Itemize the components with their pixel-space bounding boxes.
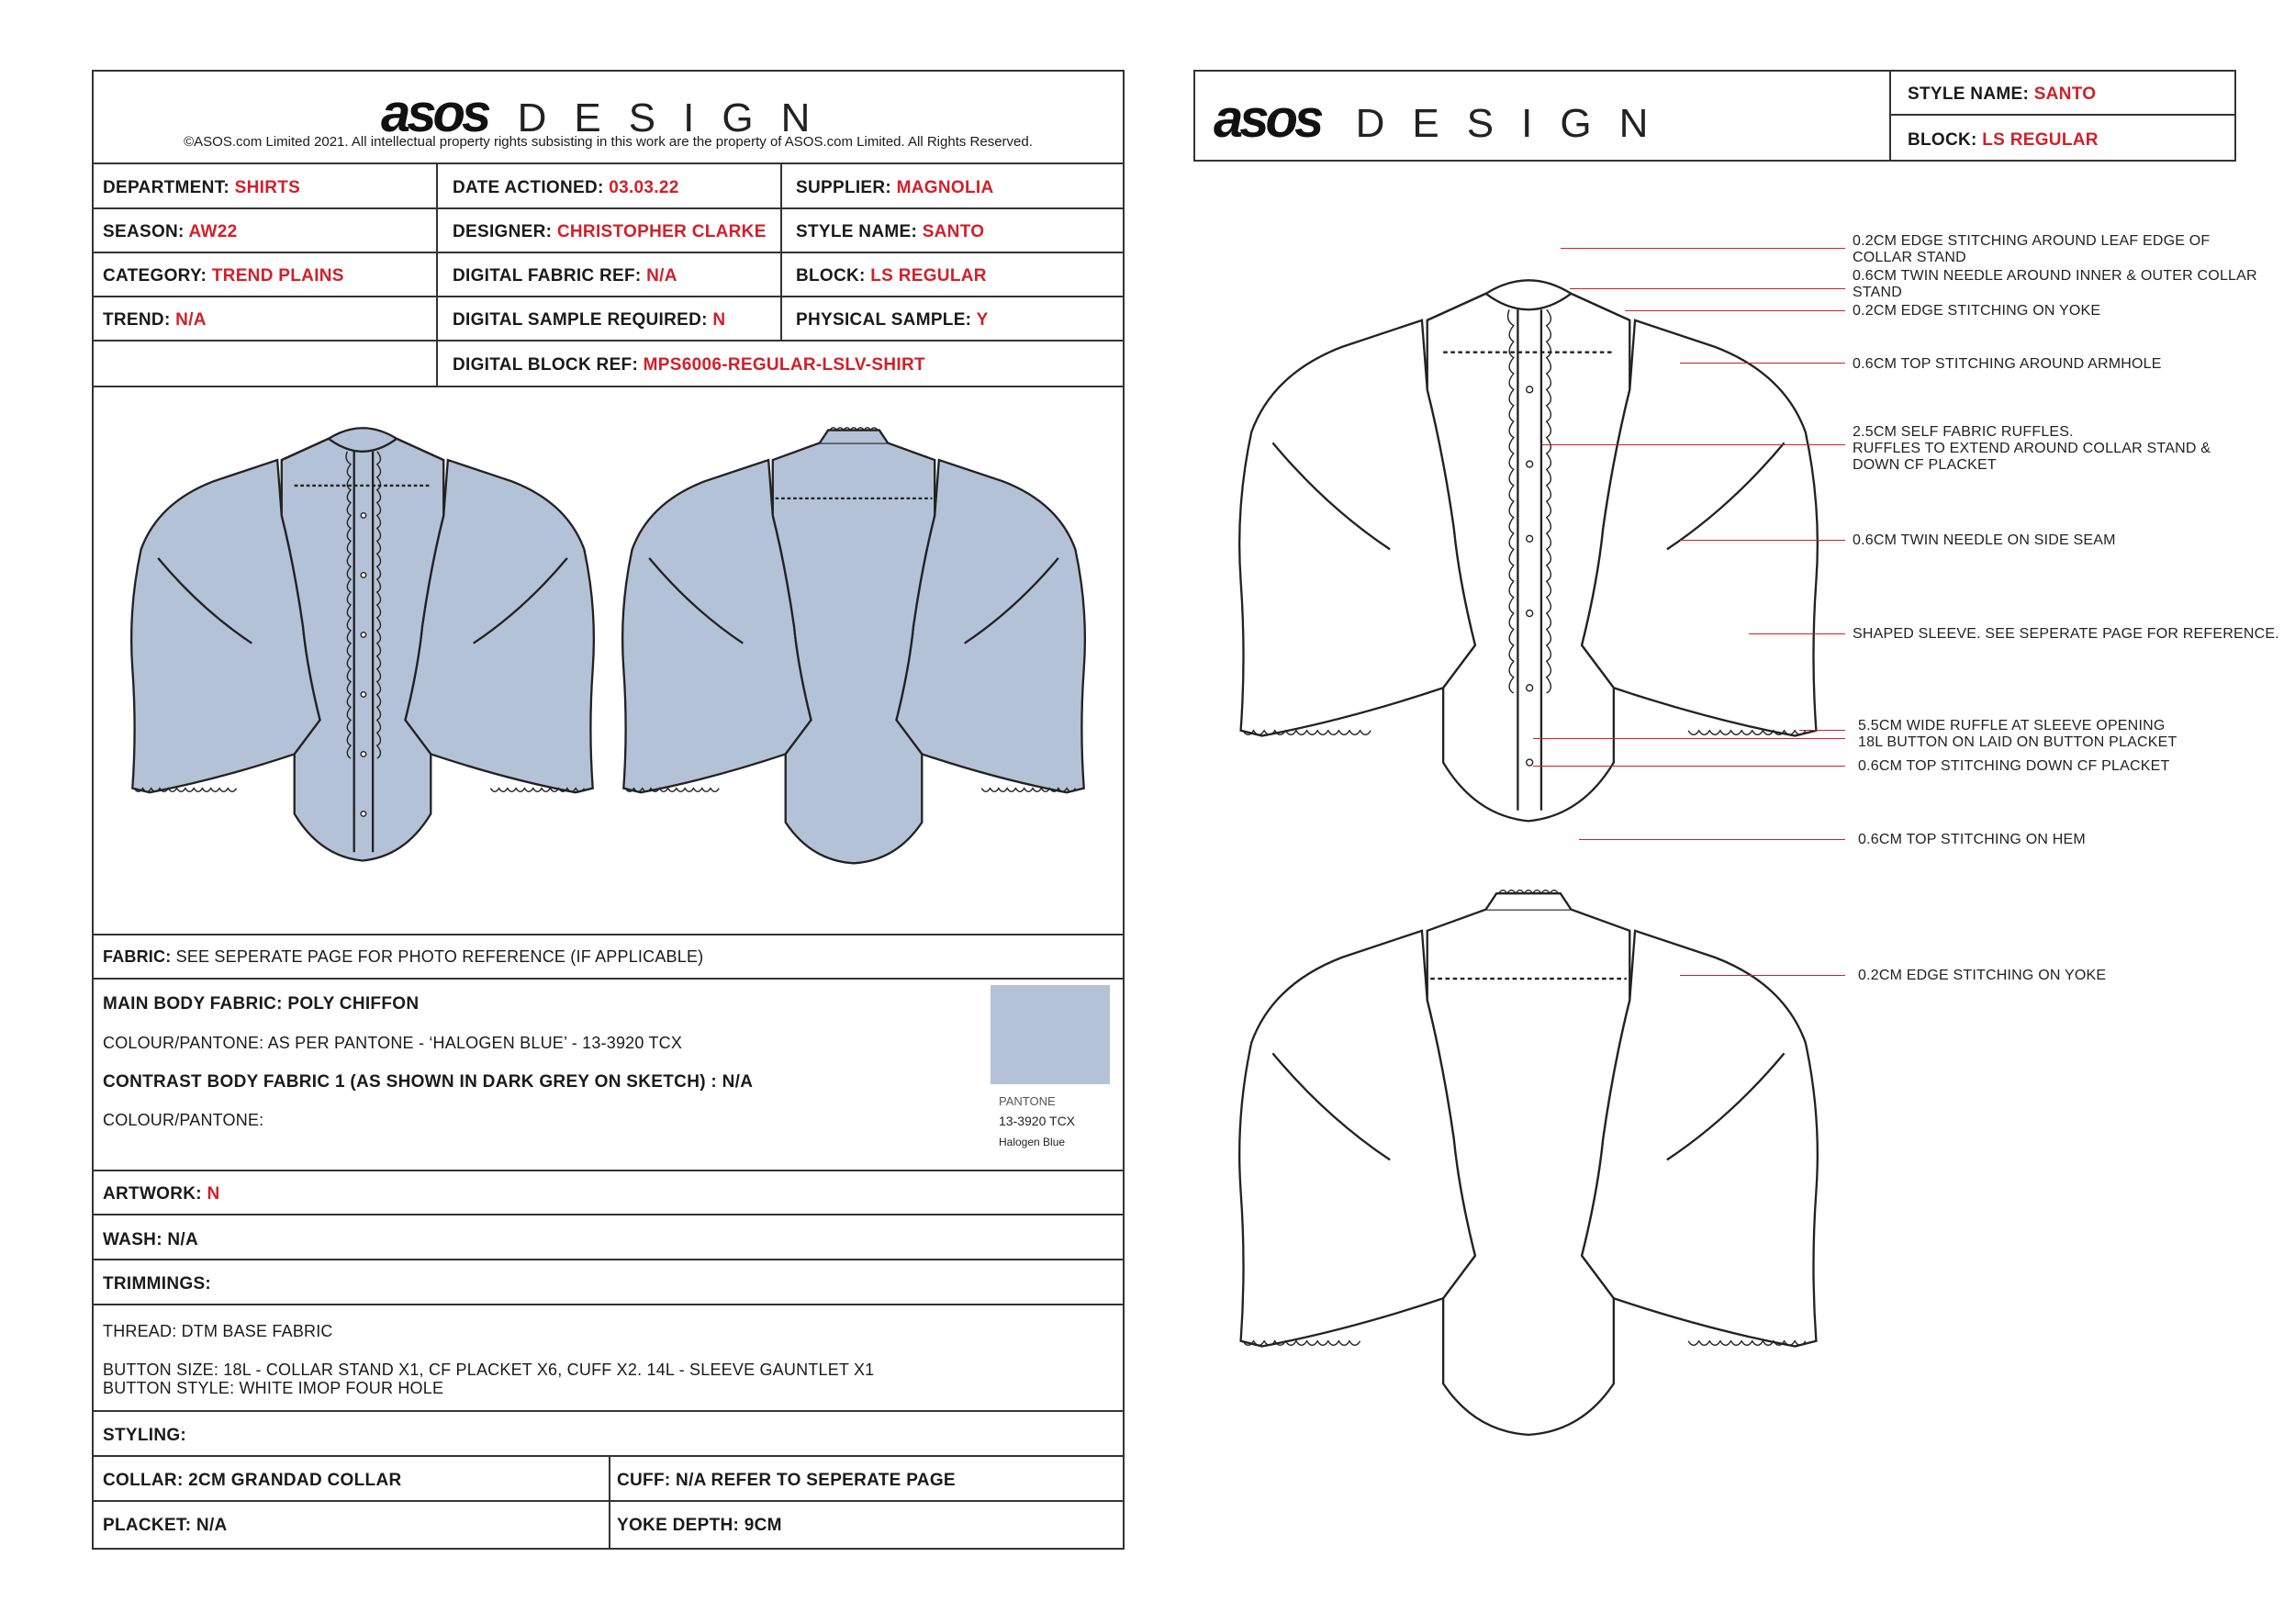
designer-field: DESIGNER: CHRISTOPHER CLARKE <box>453 222 767 241</box>
brand-design: DESIGN <box>517 95 838 140</box>
back-sketch-line <box>1237 890 1819 1437</box>
cuff-spec: CUFF: N/A REFER TO SEPERATE PAGE <box>617 1471 956 1490</box>
callout-yoke-front: 0.2CM EDGE STITCHING ON YOKE <box>1853 303 2101 319</box>
digital-block-ref-field: DIGITAL BLOCK REF: MPS6006-REGULAR-LSLV-… <box>453 355 925 375</box>
button-size-spec: BUTTON SIZE: 18L - COLLAR STAND X1, CF P… <box>103 1361 875 1379</box>
styling-label: STYLING: <box>103 1426 187 1445</box>
category-field: CATEGORY: TREND PLAINS <box>103 266 344 286</box>
block-field: BLOCK: LS REGULAR <box>796 266 987 286</box>
trend-field: TREND: N/A <box>103 310 207 330</box>
physical-sample-field: PHYSICAL SAMPLE: Y <box>796 310 989 330</box>
brand-asos: asos <box>381 84 491 143</box>
right-block-field: BLOCK: LS REGULAR <box>1908 130 2099 150</box>
callout-side-seam: 0.6CM TWIN NEEDLE ON SIDE SEAM <box>1853 532 2116 548</box>
right-brand-design: DESIGN <box>1355 101 1676 146</box>
date-actioned-field: DATE ACTIONED: 03.03.22 <box>453 178 679 197</box>
supplier-field: SUPPLIER: MAGNOLIA <box>796 178 994 197</box>
pantone-code: 13-3920 TCX <box>999 1114 1076 1128</box>
wash-field: WASH: N/A <box>103 1230 199 1249</box>
placket-spec: PLACKET: N/A <box>103 1516 228 1535</box>
right-brand-logo: asos DESIGN <box>1214 88 1675 150</box>
callout-collar-leaf-edge: 0.2CM EDGE STITCHING AROUND LEAF EDGE OF… <box>1853 233 2211 265</box>
season-field: SEASON: AW22 <box>103 222 238 241</box>
callout-hem: 0.6CM TOP STITCHING ON HEM <box>1858 832 2086 847</box>
digital-fabric-ref-field: DIGITAL FABRIC REF: N/A <box>453 266 677 286</box>
back-sketch-colored <box>621 427 1087 865</box>
colour-pantone-2: COLOUR/PANTONE: <box>103 1111 264 1129</box>
colour-pantone: COLOUR/PANTONE: AS PER PANTONE - ‘HALOGE… <box>103 1034 683 1052</box>
right-style-name-field: STYLE NAME: SANTO <box>1908 84 2097 104</box>
callout-armhole: 0.6CM TOP STITCHING AROUND ARMHOLE <box>1853 356 2162 372</box>
digital-sample-required-field: DIGITAL SAMPLE REQUIRED: N <box>453 310 726 330</box>
collar-spec: COLLAR: 2CM GRANDAD COLLAR <box>103 1471 402 1490</box>
thread-spec: THREAD: DTM BASE FABRIC <box>103 1322 333 1340</box>
copyright: ©ASOS.com Limited 2021. All intellectual… <box>184 134 1033 150</box>
yoke-spec: YOKE DEPTH: 9CM <box>617 1516 782 1535</box>
front-sketch-colored <box>129 427 596 862</box>
pantone-name: Halogen Blue <box>999 1136 1066 1148</box>
callout-collar-twin-needle: 0.6CM TWIN NEEDLE AROUND INNER & OUTER C… <box>1853 268 2257 300</box>
style-name-field: STYLE NAME: SANTO <box>796 222 985 241</box>
brand-logo: asos DESIGN <box>381 83 838 143</box>
artwork-field: ARTWORK: N <box>103 1184 220 1204</box>
right-brand-asos: asos <box>1214 89 1324 149</box>
callout-ruffles: 2.5CM SELF FABRIC RUFFLES.RUFFLES TO EXT… <box>1853 424 2211 473</box>
contrast-body-fabric: CONTRAST BODY FABRIC 1 (AS SHOWN IN DARK… <box>103 1072 754 1092</box>
right-header-frame <box>1193 70 2236 162</box>
callout-cf-placket: 0.6CM TOP STITCHING DOWN CF PLACKET <box>1858 758 2170 774</box>
button-style-spec: BUTTON STYLE: WHITE IMOP FOUR HOLE <box>103 1379 444 1397</box>
trimmings-label: TRIMMINGS: <box>103 1274 212 1294</box>
pantone-swatch <box>991 985 1110 1084</box>
department-field: DEPARTMENT: SHIRTS <box>103 178 301 197</box>
main-body-fabric: MAIN BODY FABRIC: POLY CHIFFON <box>103 994 420 1014</box>
spec-sheet-frame <box>92 70 1125 1550</box>
fabric-note: FABRIC: SEE SEPERATE PAGE FOR PHOTO REFE… <box>103 947 704 966</box>
callout-shaped-sleeve: SHAPED SLEEVE. SEE SEPERATE PAGE FOR REF… <box>1853 626 2279 642</box>
front-sketch-line <box>1237 279 1819 823</box>
pantone-label: PANTONE <box>999 1094 1056 1108</box>
callout-yoke-back: 0.2CM EDGE STITCHING ON YOKE <box>1858 968 2107 983</box>
